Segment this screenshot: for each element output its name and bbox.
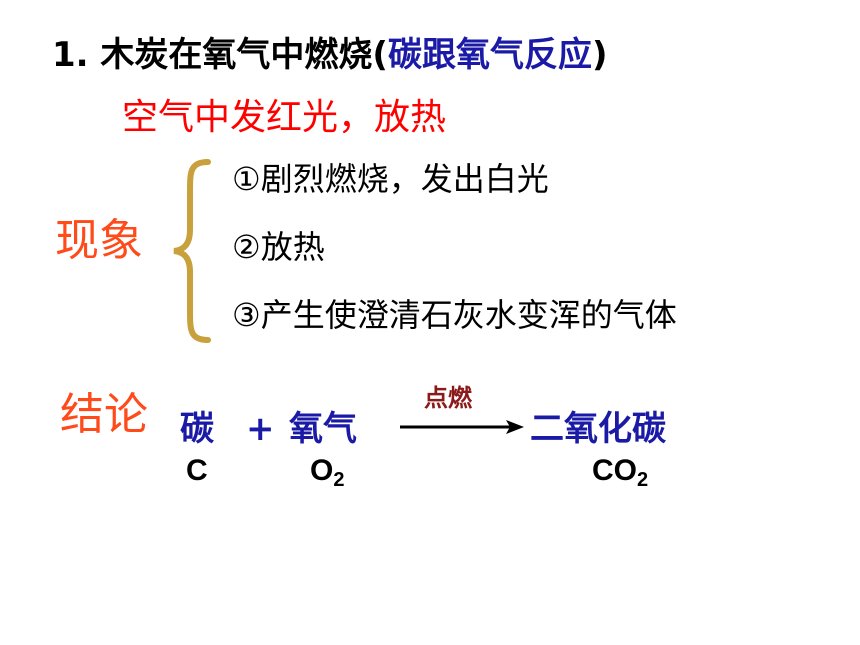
reaction-arrow-icon — [400, 420, 524, 434]
reaction-condition: 点燃 — [424, 384, 472, 412]
air-observation: 空气中发红光，放热 — [122, 97, 447, 138]
equation-plus-sign: + — [246, 409, 275, 449]
formula-oxygen: O2 — [310, 452, 344, 499]
equation-reactant-oxygen: 氧气 — [289, 409, 357, 449]
conclusion-label: 结论 — [60, 389, 148, 440]
formula-co2-subscript: 2 — [637, 469, 649, 491]
equation-reactant-carbon: 碳 — [180, 409, 214, 449]
observation-item-1: ①剧烈燃烧，发出白光 — [232, 160, 549, 198]
equation-product-carbon-dioxide: 二氧化碳 — [530, 409, 666, 449]
title-paren-open: ( — [372, 35, 388, 75]
title-main: 木炭在氧气中燃烧 — [100, 35, 373, 75]
formula-oxygen-base: O — [310, 454, 334, 487]
title-paren-close: ) — [591, 35, 608, 75]
phenomenon-label: 现象 — [55, 215, 143, 266]
formula-oxygen-subscript: 2 — [333, 469, 345, 491]
curly-brace-icon — [173, 159, 211, 343]
observation-item-2: ②放热 — [232, 228, 325, 266]
title-note: 碳跟氧气反应 — [387, 35, 592, 75]
observation-item-3: ③产生使澄清石灰水变浑的气体 — [232, 296, 677, 334]
formula-carbon: C — [186, 454, 208, 487]
formula-carbon-dioxide: CO2 — [592, 452, 648, 499]
slide-title: 1. 木炭在氧气中燃烧(碳跟氧气反应) — [52, 32, 608, 78]
title-number: 1. — [52, 35, 89, 75]
formula-co2-base: CO — [592, 454, 637, 487]
